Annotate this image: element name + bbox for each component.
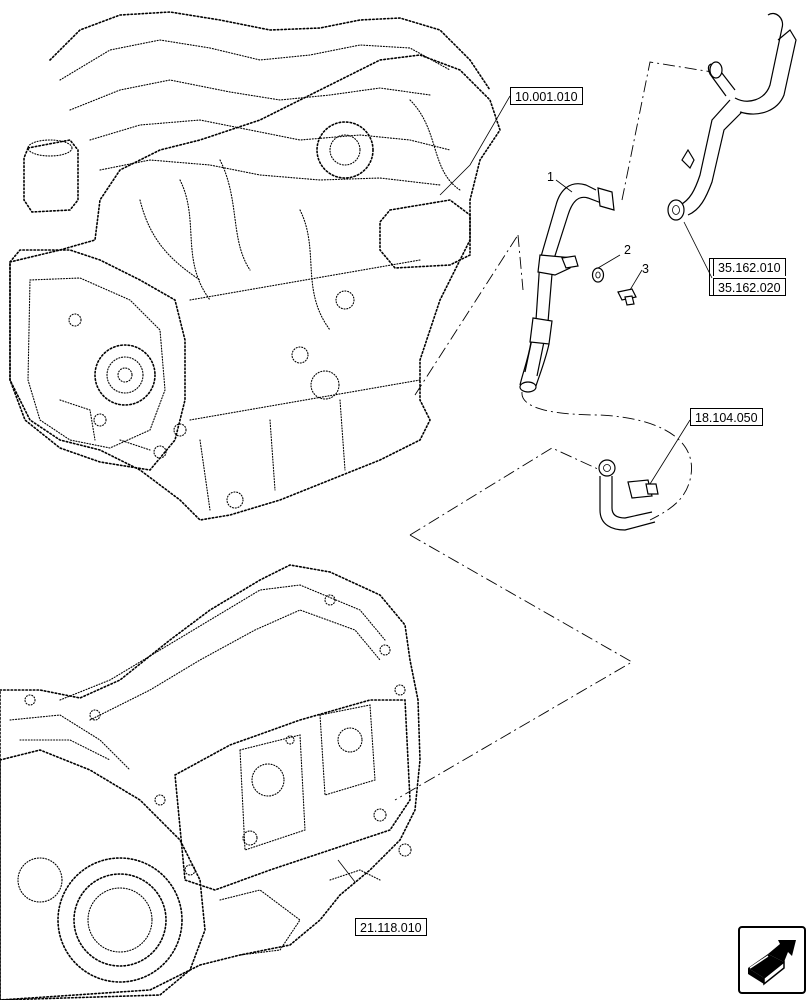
ref-label-pipe-b[interactable]: 35.162.020 (713, 278, 786, 296)
connection-lines (394, 61, 713, 801)
leader-item-1 (555, 179, 573, 193)
leader-transmission (337, 859, 356, 883)
washer-item-2 (591, 254, 621, 283)
arrow-icon-graphic (748, 940, 796, 986)
ref-label-transmission[interactable]: 21.118.010 (355, 918, 427, 936)
next-page-arrow-icon[interactable] (738, 926, 806, 994)
ref-bracket (709, 258, 713, 296)
elbow-fitting (598, 419, 691, 531)
ref-label-fitting[interactable]: 18.104.050 (690, 408, 763, 426)
engine-assembly (9, 11, 501, 521)
ref-label-engine[interactable]: 10.001.010 (510, 87, 583, 105)
bolt-item-3 (617, 269, 643, 306)
pipe-item-1 (519, 183, 615, 393)
ref-label-pipe-a[interactable]: 35.162.010 (713, 258, 786, 276)
leader-engine (439, 95, 511, 196)
callout-item-2: 2 (624, 243, 631, 257)
upper-pipe-assembly (667, 12, 797, 279)
callout-item-3: 3 (642, 262, 649, 276)
transmission-housing (0, 564, 421, 1001)
callout-item-1: 1 (547, 170, 554, 184)
